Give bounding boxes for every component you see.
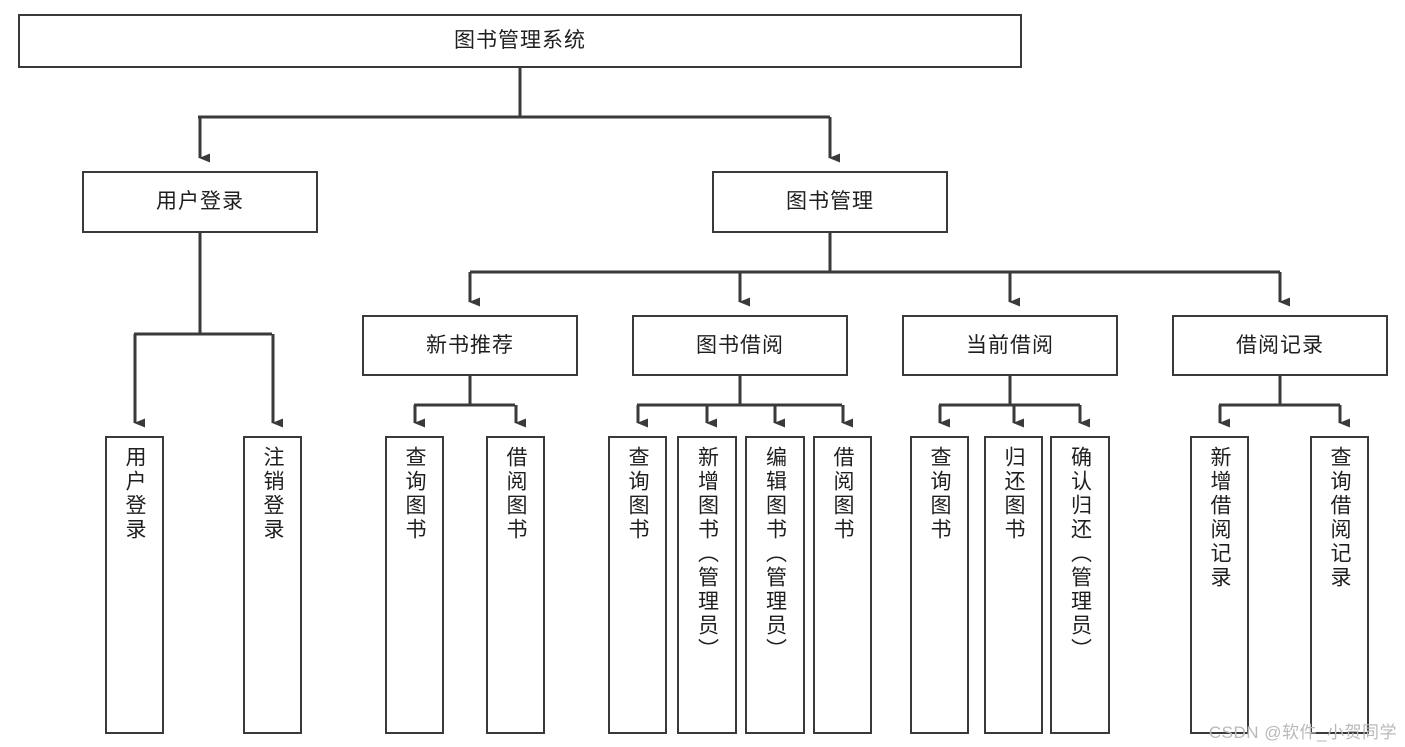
leaf-user-login-label: 用户登录 xyxy=(123,446,146,542)
leaf-borrow-lend-book-label: 借阅图书 xyxy=(831,446,854,542)
leaf-borrow-edit-book[interactable]: 编辑图书（管理员） xyxy=(745,436,805,734)
leaf-user-logout-label: 注销登录 xyxy=(261,446,284,542)
leaf-record-query[interactable]: 查询借阅记录 xyxy=(1310,436,1369,734)
node-book-management-label: 图书管理 xyxy=(786,190,874,214)
node-current-borrow[interactable]: 当前借阅 xyxy=(902,315,1118,376)
leaf-borrow-add-book-label: 新增图书（管理员） xyxy=(695,446,719,662)
node-book-borrow-label: 图书借阅 xyxy=(696,333,784,357)
node-current-borrow-label: 当前借阅 xyxy=(966,333,1054,357)
leaf-borrow-query-book[interactable]: 查询图书 xyxy=(608,436,667,734)
node-book-borrow[interactable]: 图书借阅 xyxy=(632,315,848,376)
leaf-borrow-add-book[interactable]: 新增图书（管理员） xyxy=(677,436,737,734)
leaf-current-confirm-return[interactable]: 确认归还（管理员） xyxy=(1050,436,1110,734)
leaf-current-return-book-label: 归还图书 xyxy=(1002,446,1025,542)
node-new-book-recommend-label: 新书推荐 xyxy=(426,333,514,357)
csdn-watermark: CSDN @软件_小贺同学 xyxy=(1208,723,1397,742)
leaf-current-confirm-return-label: 确认归还（管理员） xyxy=(1068,446,1092,662)
node-borrow-record[interactable]: 借阅记录 xyxy=(1172,315,1388,376)
leaf-current-return-book[interactable]: 归还图书 xyxy=(984,436,1043,734)
node-book-management[interactable]: 图书管理 xyxy=(712,171,948,233)
node-root[interactable]: 图书管理系统 xyxy=(18,14,1022,68)
leaf-borrow-query-book-label: 查询图书 xyxy=(626,446,649,542)
edge-paths xyxy=(133,68,1350,428)
leaf-borrow-edit-book-label: 编辑图书（管理员） xyxy=(763,446,787,662)
leaf-new-query-book[interactable]: 查询图书 xyxy=(385,436,444,734)
node-borrow-record-label: 借阅记录 xyxy=(1236,333,1324,357)
leaf-record-add[interactable]: 新增借阅记录 xyxy=(1190,436,1249,734)
leaf-user-login[interactable]: 用户登录 xyxy=(105,436,164,734)
leaf-record-query-label: 查询借阅记录 xyxy=(1328,446,1351,590)
leaf-current-query-book-label: 查询图书 xyxy=(928,446,951,542)
leaf-borrow-lend-book[interactable]: 借阅图书 xyxy=(813,436,872,734)
leaf-user-logout[interactable]: 注销登录 xyxy=(243,436,302,734)
node-user-login[interactable]: 用户登录 xyxy=(82,171,318,233)
leaf-record-add-label: 新增借阅记录 xyxy=(1208,446,1231,590)
leaf-new-query-book-label: 查询图书 xyxy=(403,446,426,542)
leaf-current-query-book[interactable]: 查询图书 xyxy=(910,436,969,734)
leaf-new-borrow-book-label: 借阅图书 xyxy=(504,446,527,542)
node-new-book-recommend[interactable]: 新书推荐 xyxy=(362,315,578,376)
node-user-login-label: 用户登录 xyxy=(156,190,244,214)
node-root-label: 图书管理系统 xyxy=(454,29,586,53)
leaf-new-borrow-book[interactable]: 借阅图书 xyxy=(486,436,545,734)
